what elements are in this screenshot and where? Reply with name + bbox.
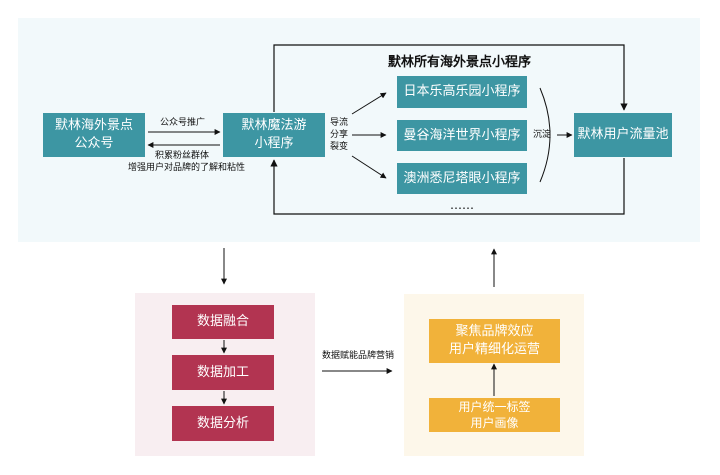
user-tag-line-2: 用户画像 [470,416,519,430]
brand-focus-line-1: 聚焦品牌效应 [455,324,534,339]
mini-program-sydney-tower-eye: 澳洲悉尼塔眼小程序 [397,163,527,194]
step-data-fusion: 数据融合 [172,305,274,339]
official-account-box: 默林海外景点 公众号 [43,113,145,157]
fanout-arrow-1 [351,92,387,115]
user-tag-box: 用户统一标签 用户画像 [429,398,560,432]
official-account-line-1: 默林海外景点 [54,118,133,133]
more-mini-programs: …… [450,198,474,212]
step-data-processing: 数据加工 [172,355,274,390]
all-mini-programs-title: 默林所有海外景点小程序 [388,55,532,70]
magic-tour-line-2: 小程序 [254,136,294,151]
user-tag-line-1: 用户统一标签 [458,400,531,414]
fans-label-line-1: 积累粉丝群体 [155,151,210,161]
sediment-label: 沉淀 [533,130,552,140]
promo-label: 公众号推广 [160,118,206,128]
brand-focus-line-2: 用户精细化运营 [448,342,540,357]
bottom-loop-line [270,158,625,215]
fanout-label-line-3: 裂变 [330,142,349,152]
mini-program-bangkok-sea-life: 曼谷海洋世界小程序 [397,120,527,151]
fanout-arrow-3 [351,155,387,179]
fans-label-line-2: 增强用户对品牌的了解和粘性 [128,163,246,173]
official-account-line-2: 公众号 [74,136,114,151]
fanout-label-line-1: 导流 [330,118,349,128]
magic-tour-line-1: 默林魔法游 [241,118,307,133]
brand-focus-box: 聚焦品牌效应 用户精细化运营 [429,319,560,363]
empower-label: 数据赋能品牌营销 [322,351,395,361]
step-data-analysis: 数据分析 [172,406,274,441]
sediment-bracket [539,87,551,183]
magic-tour-box: 默林魔法游 小程序 [223,113,325,157]
user-pool-box: 默林用户流量池 [574,113,672,157]
fanout-label-line-2: 分享 [330,130,349,140]
top-loop-line [273,44,628,112]
mini-program-japan-legoland: 日本乐高乐园小程序 [397,76,527,108]
